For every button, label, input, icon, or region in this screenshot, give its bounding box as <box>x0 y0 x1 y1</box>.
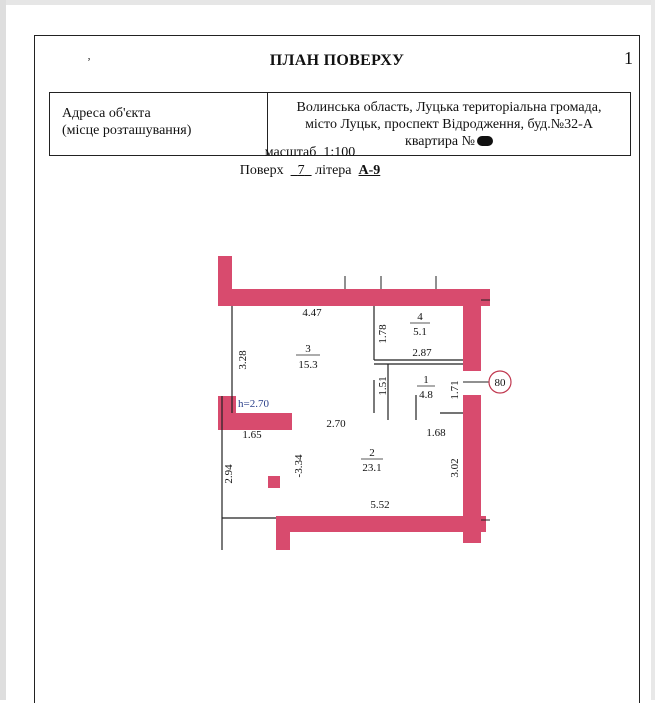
wall-segment <box>463 289 481 371</box>
facade-marker-circle <box>488 370 512 394</box>
floor-number: 7 <box>297 163 305 178</box>
room-area: 15.3 <box>298 359 318 371</box>
scan-edge <box>0 0 655 5</box>
scale-value: 1:100 <box>323 145 356 160</box>
address-label-cell: Адреса об'єкта (місце розташування) <box>50 93 268 155</box>
scale-label: масштаб <box>264 145 317 160</box>
wall-segment <box>268 476 280 488</box>
dimension-label: 4.47 <box>302 307 322 319</box>
wall-segment <box>218 413 292 430</box>
document-title: ПЛАН ПОВЕРХУ <box>269 52 405 69</box>
room-labels: 3 15.3 4 5.1 1 4.8 2 23.1 <box>296 311 435 474</box>
scale-block: масштаб 1:100 Поверх 7 літера А-9 <box>230 144 390 180</box>
scan-edge <box>0 0 6 700</box>
room-area: 5.1 <box>413 326 427 338</box>
wall-segment <box>218 289 490 306</box>
facade-ticks <box>344 276 490 521</box>
litera-value: А-9 <box>358 163 381 178</box>
dimension-label: 2.94 <box>223 464 235 484</box>
wall-segment <box>463 395 481 543</box>
dimension-label: 3.02 <box>449 458 461 477</box>
document-sheet: ʼ ПЛАН ПОВЕРХУ 1 Адреса об'єкта (місце р… <box>34 35 640 703</box>
floor-line: Поверх 7 літера А-9 <box>230 162 390 180</box>
facade-marker-label: 80 <box>495 377 507 389</box>
ceiling-height-label: h=2.70 <box>238 398 269 410</box>
room-number: 3 <box>305 343 311 355</box>
room-area: 23.1 <box>362 462 381 474</box>
dimension-label: 1.78 <box>377 324 389 344</box>
dimension-label: 5.52 <box>370 499 389 511</box>
room-number: 1 <box>423 374 429 386</box>
dimension-label: 3.28 <box>237 350 249 370</box>
dimension-label: 1.71 <box>449 380 461 399</box>
address-value-line: квартира № <box>268 133 630 150</box>
partitions <box>221 306 463 550</box>
page-number: 1 <box>624 48 633 68</box>
room-number: 4 <box>417 311 423 323</box>
address-value-line: Волинська область, Луцька територіальна … <box>296 100 602 115</box>
address-label-line: (місце розташування) <box>62 123 192 138</box>
dimension-label: 1.68 <box>426 427 446 439</box>
address-label-line: Адреса об'єкта <box>62 106 151 121</box>
dimension-labels: 4.47 3.28 1.78 2.87 1.51 1.71 2.70 1.65 … <box>223 307 461 511</box>
address-table: Адреса об'єкта (місце розташування) Воли… <box>49 92 631 156</box>
address-value-line: місто Луцьк, проспект Відродження, буд.№… <box>305 117 593 132</box>
redacted-apartment-number <box>476 136 493 146</box>
dimension-label: 2.87 <box>412 347 432 359</box>
scan-edge <box>651 0 655 700</box>
dimension-label: 2.70 <box>326 418 346 430</box>
dimension-label: 1.51 <box>377 376 389 395</box>
dimension-label: 1.65 <box>242 429 262 441</box>
scale-line: масштаб 1:100 <box>230 144 390 162</box>
pen-tick-mark: ʼ <box>87 55 91 69</box>
wall-segment <box>276 516 290 550</box>
dimension-label: -3.34 <box>293 454 305 477</box>
walls <box>218 256 490 550</box>
wall-segment <box>276 516 486 532</box>
address-value-cell: Волинська область, Луцька територіальна … <box>268 93 630 155</box>
apartment-label: квартира № <box>405 134 475 149</box>
room-area: 4.8 <box>419 389 433 401</box>
room-number: 2 <box>369 447 375 459</box>
litera-label: літера <box>315 163 352 178</box>
floor-label: Поверх <box>239 163 284 178</box>
